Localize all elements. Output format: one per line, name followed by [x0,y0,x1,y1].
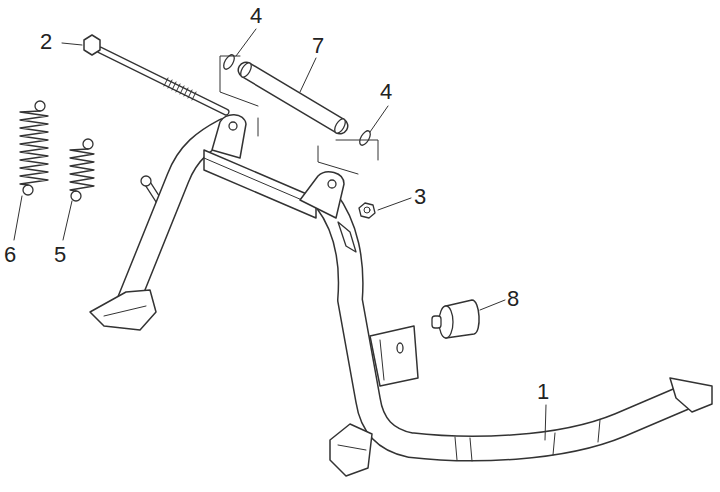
callout-number: 5 [54,243,66,267]
callout-number: 3 [414,185,426,209]
callout-number: 1 [537,380,549,404]
callout-number: 6 [4,243,16,267]
callout-number: 4 [380,80,392,104]
callout-number: 4 [250,4,262,28]
callout-number: 8 [507,287,519,311]
callout-number: 2 [40,30,52,54]
callout-number: 7 [312,34,324,58]
